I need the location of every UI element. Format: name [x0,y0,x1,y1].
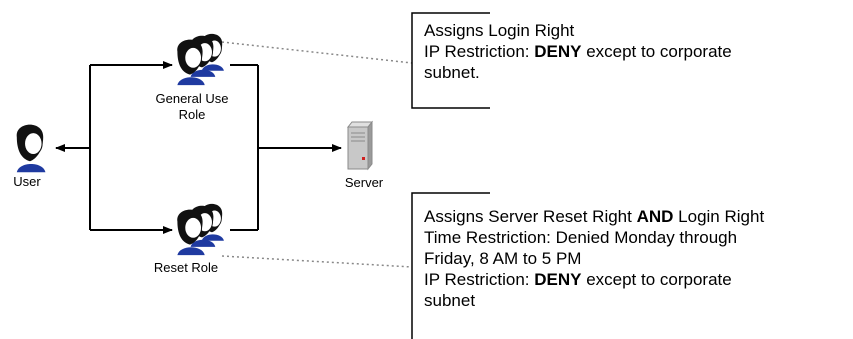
callout-bold-text: AND [636,207,674,226]
user-label: User [13,174,41,189]
reset-role-callout: Assigns Server Reset Right AND Login Rig… [424,206,849,311]
callout-text: subnet. [424,63,480,82]
callout-line: Friday, 8 AM to 5 PM [424,248,849,269]
callout-line: IP Restriction: DENY except to corporate [424,41,844,62]
bracket-reset [411,192,490,339]
callout-text: IP Restriction: [424,270,535,289]
server-label: Server [344,175,384,190]
callout-text: Time Restriction: Denied Monday through [424,228,738,247]
callout-line: Assigns Login Right [424,20,844,41]
callout-text: Login Right [673,207,765,226]
callout-line: subnet. [424,62,844,83]
bracket-general [411,12,490,109]
callout-line: Time Restriction: Denied Monday through [424,227,849,248]
server-icon [346,120,374,171]
leader-general [221,41,413,64]
callout-bold-text: DENY [534,42,582,61]
general-use-role-label: General Use Role [155,91,229,122]
reset-role-label: Reset Role [153,260,219,275]
person-icon [16,124,46,173]
callout-text: subnet [424,291,476,310]
people-group-icon [176,203,225,256]
leader-reset [221,255,413,268]
callout-text: Assigns Server Reset Right [424,207,637,226]
callout-text: except to corporate [581,270,732,289]
connectors [55,61,342,234]
callout-brackets [411,12,490,339]
callout-line: subnet [424,290,849,311]
callout-bold-text: DENY [534,270,582,289]
dotted-leaders [221,41,413,268]
callout-text: Friday, 8 AM to 5 PM [424,249,582,268]
callout-text: Assigns Login Right [424,21,575,40]
callout-text: IP Restriction: [424,42,535,61]
callout-text: except to corporate [581,42,732,61]
general-role-callout: Assigns Login Right IP Restriction: DENY… [424,20,844,83]
callout-line: IP Restriction: DENY except to corporate [424,269,849,290]
people-group-icon [176,33,225,86]
callout-line: Assigns Server Reset Right AND Login Rig… [424,206,849,227]
